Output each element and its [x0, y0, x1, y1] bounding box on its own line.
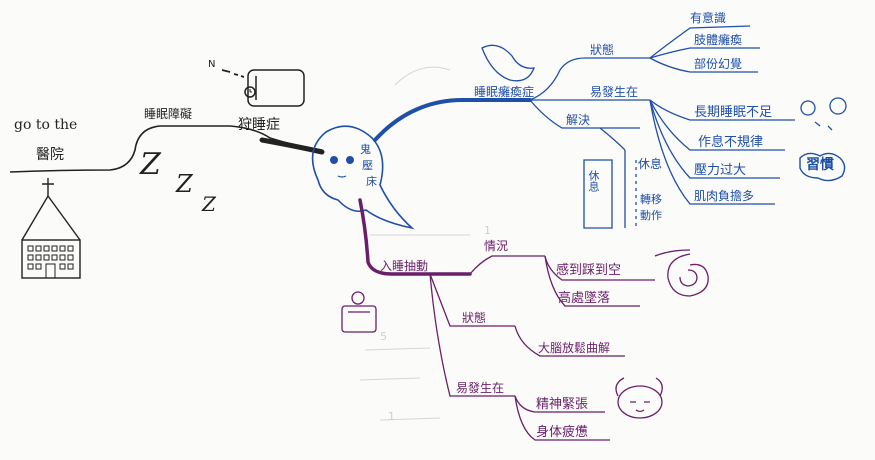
purple-cause-item-2: 身体疲憊 [536, 425, 589, 440]
purple-subbranch-lines [429, 255, 655, 441]
zzz-letter-3: Z [202, 192, 216, 216]
person-in-box-icon [341, 291, 377, 333]
central-topic-label: 狩睡症 [238, 117, 280, 133]
blue-method-note-bottom-1: 轉移 [640, 193, 662, 206]
blue-state-item-1: 有意識 [690, 11, 727, 25]
purple-branch-connector [358, 198, 472, 276]
blue-method-note-top: 休息 [638, 157, 663, 171]
purple-situation-label: 情況 [484, 239, 509, 253]
blue-cause-item-3: 壓力过大 [694, 163, 747, 178]
hospital-building-icon [21, 178, 81, 279]
zzz-letter-1: Z [140, 147, 161, 182]
sleep-disorder-label: 睡眠障礙 [144, 107, 193, 121]
solution-note-box [583, 159, 637, 229]
faint-background-marks [359, 66, 470, 421]
blue-state-label: 狀態 [590, 43, 615, 57]
clock-letter: N [208, 59, 216, 70]
faint-mark-1: 1 [484, 224, 491, 237]
worried-face-icon [800, 97, 847, 131]
ghost-text-1: 鬼 [360, 143, 371, 156]
purple-cause-item-1: 精神緊張 [536, 397, 589, 412]
zzz-letter-2: Z [176, 170, 193, 198]
blue-subbranch-lines [529, 25, 795, 228]
blue-method-item-1: 休息 [587, 170, 600, 192]
ghost-text-2: 壓 [362, 159, 373, 172]
sleep-paralysis-title: 睡眠癱瘓症 [474, 85, 535, 99]
blue-method-note-bottom-2: 動作 [640, 209, 662, 222]
blue-state-item-2: 肢體癱瘓 [694, 33, 743, 47]
ghost-icon [311, 125, 415, 230]
blue-branch-connector [373, 98, 532, 142]
destination-label: go to the [14, 117, 78, 133]
spiral-doodle-icon [654, 249, 709, 297]
blue-method-label: 解決 [566, 113, 591, 127]
purple-cause-label: 易發生在 [456, 381, 505, 395]
purple-state-label: 狀態 [462, 311, 487, 325]
faint-mark-3: 1 [388, 410, 395, 423]
cloud-text: 習慣 [806, 157, 834, 173]
hypnic-jerk-title: 入睡抽動 [380, 259, 429, 273]
faint-mark-2: 5 [380, 330, 387, 343]
purple-situation-item-2: 高處墜落 [558, 291, 611, 306]
cloud-scribble-icon [799, 152, 846, 182]
main-branch-line [9, 125, 323, 173]
purple-state-item-1: 大腦放鬆曲解 [538, 341, 611, 355]
blue-cause-item-1: 長期睡眠不足 [694, 105, 773, 120]
alarm-clock-icon [221, 69, 305, 107]
blue-cause-item-4: 肌肉負擔多 [694, 189, 755, 203]
purple-situation-item-1: 感到踩到空 [556, 263, 622, 278]
thick-topic-connector [259, 137, 325, 155]
blue-state-item-3: 部份幻覺 [694, 57, 743, 71]
ghost-text-3: 床 [366, 175, 377, 188]
rocket-doodle-icon [481, 44, 535, 82]
blue-cause-label: 易發生在 [590, 85, 639, 99]
sleeping-face-icon [615, 377, 663, 419]
hospital-label: 醫院 [36, 147, 64, 163]
blue-cause-item-2: 作息不規律 [698, 135, 764, 150]
